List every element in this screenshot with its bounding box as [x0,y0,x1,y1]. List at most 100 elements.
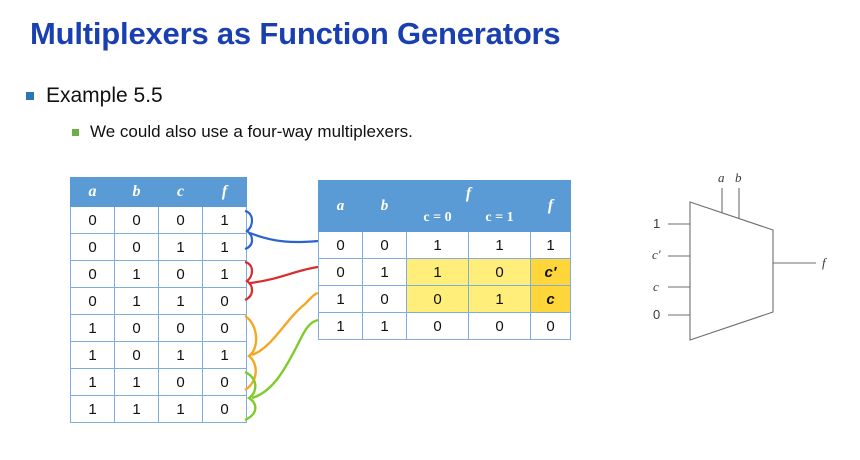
truth-table-cell: 1 [114,395,159,423]
truth-table-cell: 1 [114,287,159,315]
condensed-cell-a: 0 [318,258,363,286]
condensed-header-c0: c = 0 [406,204,469,232]
multiplexer-diagram: a b 1 c′ c 0 f [640,160,860,360]
truth-table-cell: 0 [202,368,247,396]
condensed-cell-c0: 1 [406,231,469,259]
condensed-cell-a: 0 [318,231,363,259]
condensed-table-header-row-2: c = 0 c = 1 [319,204,571,232]
green-square-bullet-icon [72,128,79,136]
condensed-cell-c0: 0 [406,285,469,313]
mux-body-shape [689,201,774,341]
truth-table-cell: 0 [70,287,115,315]
page-title: Multiplexers as Function Generators [30,16,561,51]
truth-table-header-b: b [114,177,159,207]
truth-table-cell: 1 [70,314,115,342]
truth-table-cell: 0 [158,260,203,288]
truth-table-cell: 0 [202,314,247,342]
condensed-cell-a: 1 [318,312,363,340]
truth-table-cell: 0 [70,260,115,288]
truth-table-cell: 0 [158,368,203,396]
truth-table-header-row: a b c f [70,177,247,207]
condensed-cell-b: 1 [362,312,407,340]
truth-table-cell: 1 [158,287,203,315]
mux-input-label-0: 0 [653,307,661,322]
condensed-cell-b: 1 [362,258,407,286]
condensed-header-c1: c = 1 [467,204,532,232]
condensed-cell-f: c [530,285,572,313]
truth-table-cell: 1 [158,341,203,369]
condensed-header-a: a [318,180,363,232]
blue-square-bullet-icon [26,92,34,100]
connector-brace-red [244,260,319,302]
condensed-cell-c1: 0 [467,258,532,286]
truth-table-cell: 1 [202,233,247,261]
mux-input-label-c-not: c′ [652,247,661,262]
truth-table-cell: 1 [202,260,247,288]
truth-table-cell: 0 [202,395,247,423]
condensed-cell-f: 0 [530,312,572,340]
condensed-cell-c0: 1 [406,258,469,286]
mux-select-lines [721,188,740,219]
bullet-level2-text: We could also use a four-way multiplexer… [90,122,413,141]
mux-select-label-b: b [735,170,742,185]
mux-input-label-1: 1 [653,216,661,231]
condensed-header-b: b [362,180,407,232]
truth-table-cell: 1 [70,368,115,396]
connector-brace-green [244,318,319,422]
condensed-cell-b: 0 [362,285,407,313]
mux-output-label-f: f [822,255,826,270]
connector-brace-orange [244,291,319,392]
condensed-table-header-row-1: a b f f [318,180,572,232]
truth-table-header-c: c [158,177,203,207]
truth-table-cell: 1 [114,368,159,396]
truth-table-cell: 0 [158,314,203,342]
truth-table-cell: 1 [70,341,115,369]
mux-input-lines [668,223,690,316]
truth-table-cell: 1 [158,395,203,423]
condensed-cell-c1: 1 [467,231,532,259]
condensed-cell-a: 1 [318,285,363,313]
truth-table-cell: 0 [70,206,115,234]
truth-table-cell: 0 [114,341,159,369]
truth-table-cell: 1 [158,233,203,261]
truth-table-cell: 0 [114,314,159,342]
truth-table-cell: 1 [202,341,247,369]
condensed-cell-b: 0 [362,231,407,259]
truth-table-cell: 0 [114,206,159,234]
mux-input-label-c: c [653,279,659,294]
condensed-cell-f: 1 [530,231,572,259]
condensed-cell-f: c′ [530,258,572,286]
bullet-level1-text: Example 5.5 [46,84,163,107]
truth-table-cell: 0 [114,233,159,261]
condensed-cell-c1: 1 [467,285,532,313]
truth-table-cell: 0 [202,287,247,315]
bullet-item-example: Example 5.5 [26,84,163,108]
truth-table-header-a: a [70,177,115,207]
mux-select-label-a: a [718,170,725,185]
mux-diagram-svg [668,188,816,341]
truth-table-header-f: f [202,177,247,207]
condensed-header-f-group: f [405,180,532,205]
condensed-cell-c0: 0 [406,312,469,340]
truth-table-cell: 1 [114,260,159,288]
truth-table-cell: 0 [70,233,115,261]
bullet-item-description: We could also use a four-way multiplexer… [72,122,413,142]
truth-table-cell: 0 [158,206,203,234]
condensed-cell-c1: 0 [467,312,532,340]
truth-table-cell: 1 [202,206,247,234]
condensed-header-f-result: f [530,180,572,232]
truth-table-cell: 1 [70,395,115,423]
